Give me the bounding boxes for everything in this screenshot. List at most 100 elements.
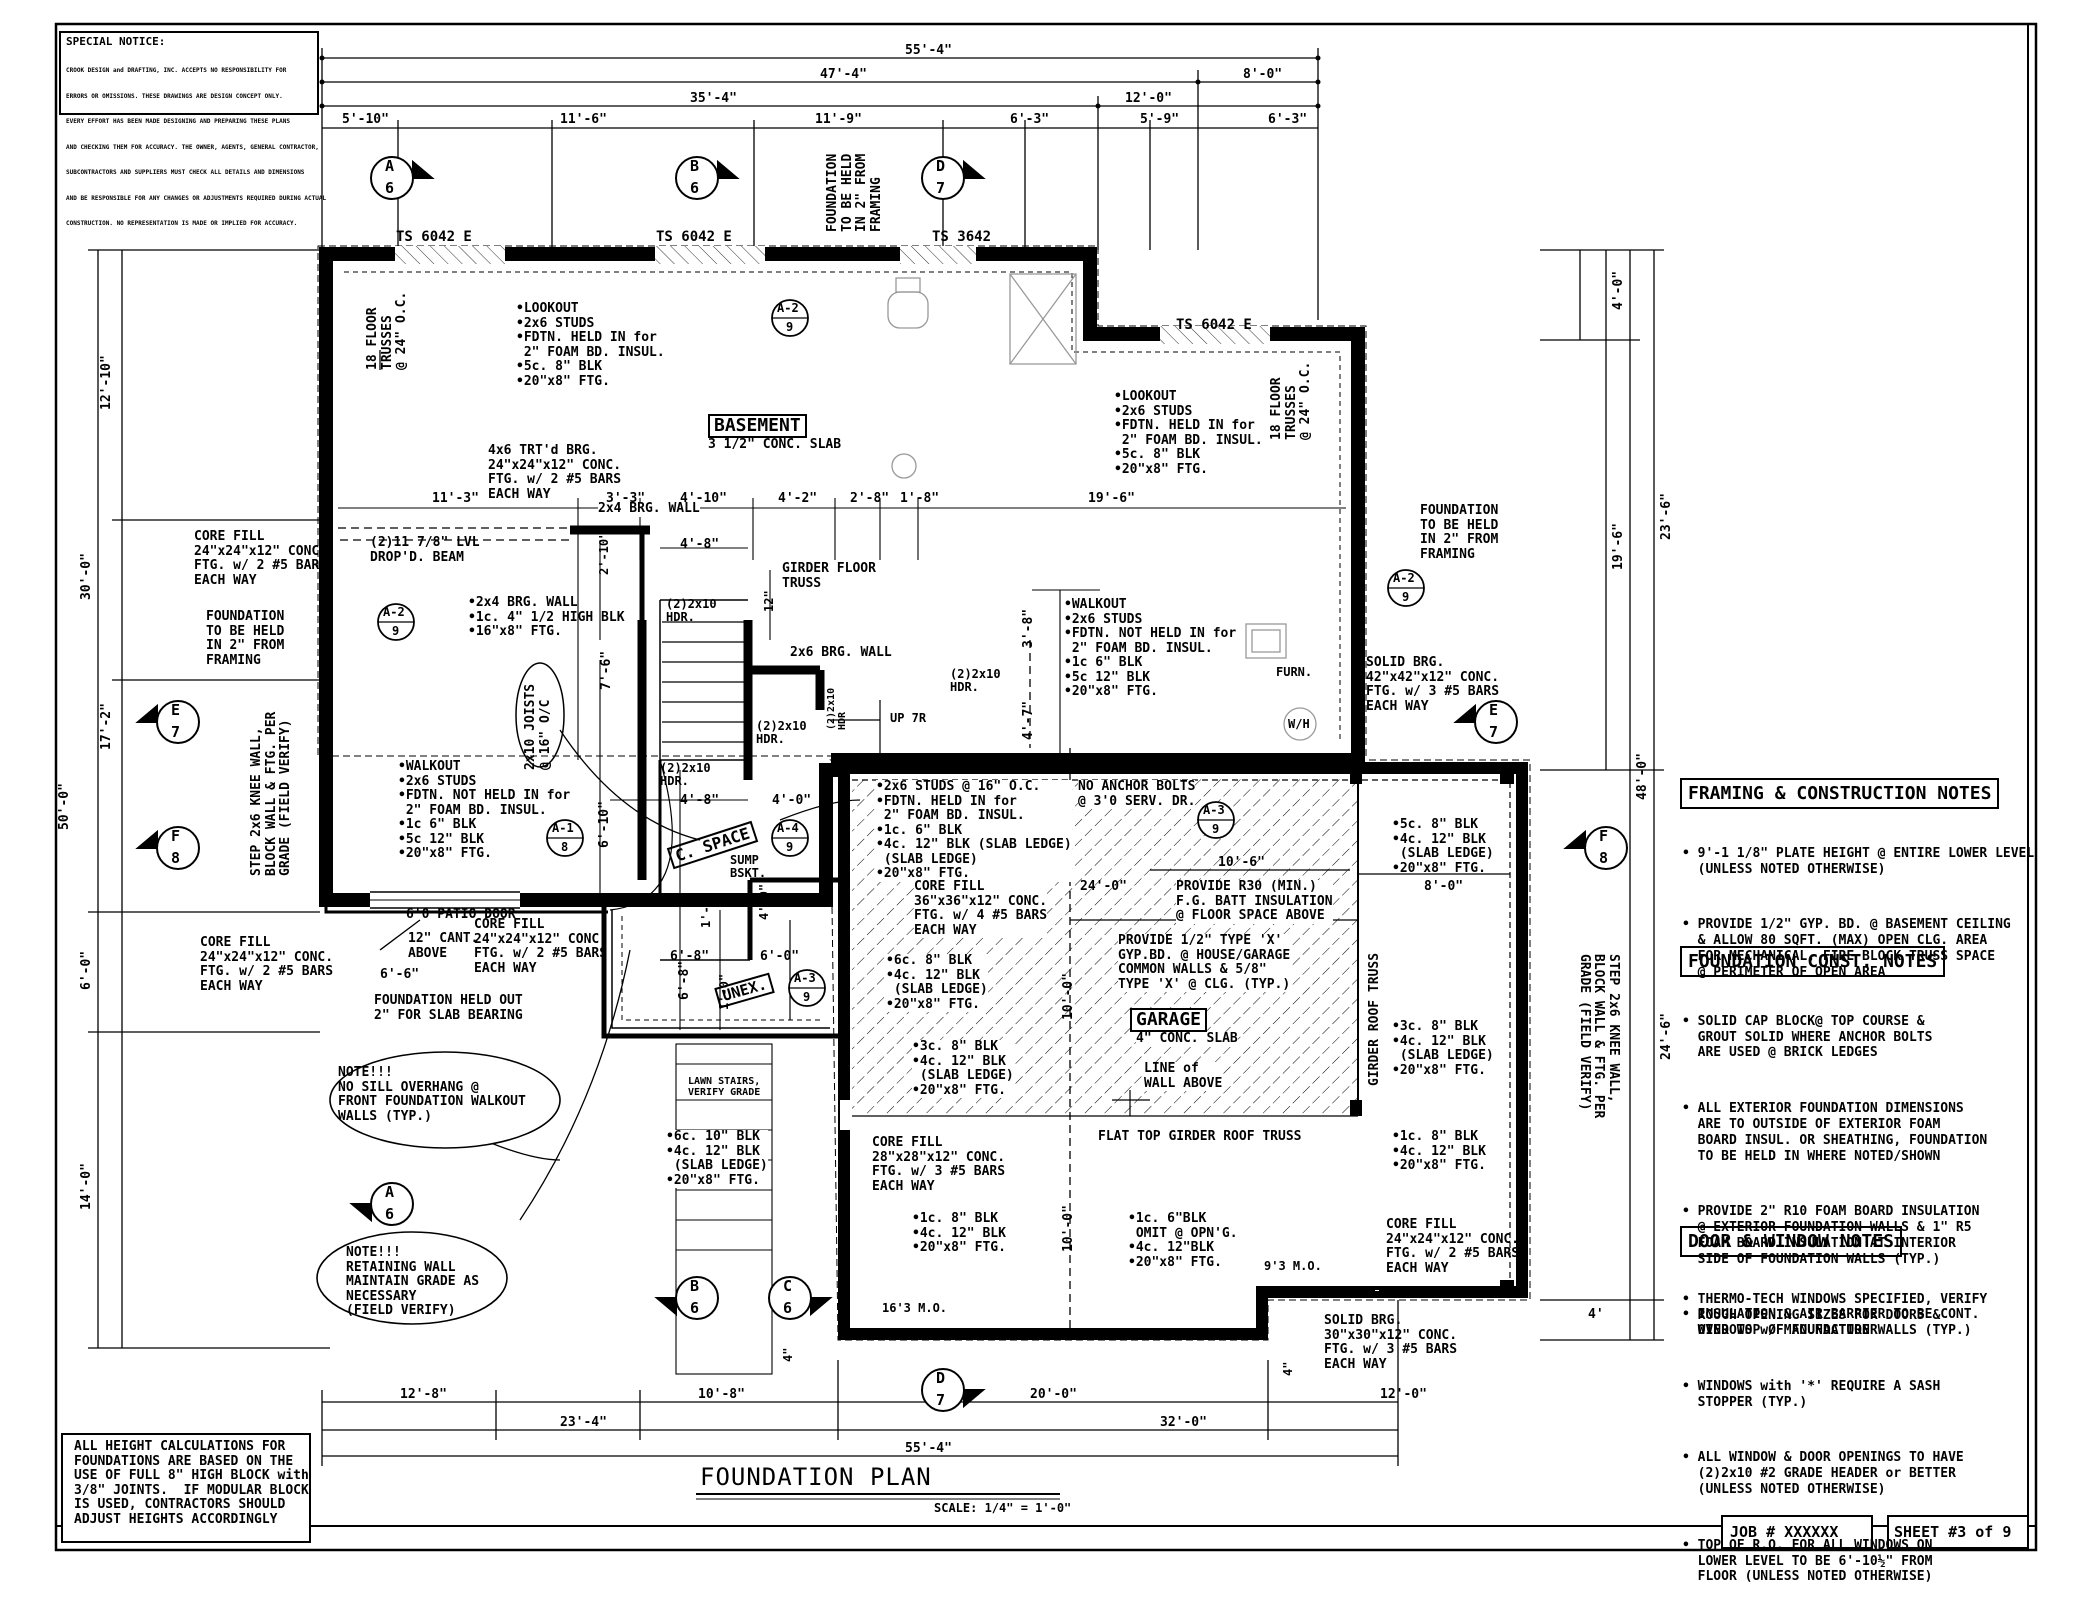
dim-1-4: 1'-4" <box>699 891 713 928</box>
dim-9-3-mo: 9'3 M.O. <box>1264 1259 1322 1273</box>
foundation-note-1: • SOLID CAP BLOCK@ TOP COURSE & GROUT SO… <box>1682 1013 1933 1061</box>
lookout-note-2: •LOOKOUT •2x6 STUDS •FDTN. HELD IN for 2… <box>1114 389 1263 477</box>
up-stairs-label: UP 7R <box>890 711 927 725</box>
walkout-note-2: •WALKOUT •2x6 STUDS •FDTN. NOT HELD IN f… <box>398 759 571 862</box>
dim-top-f: 6'-3" <box>1268 112 1308 127</box>
section-e-right-num: 7 <box>1489 723 1499 741</box>
type-x-note: PROVIDE 1/2" TYPE 'X' GYP.BD. @ HOUSE/GA… <box>1118 933 1291 993</box>
dim-top-12: 12'-0" <box>1125 91 1172 106</box>
detail-a1: A-1 <box>552 821 574 835</box>
dim-top-35: 35'-4" <box>690 91 737 106</box>
job-number: JOB # XXXXXX <box>1730 1523 1839 1541</box>
blk-5c8-note: •5c. 8" BLK •4c. 12" BLK (SLAB LEDGE) •2… <box>1392 817 1494 876</box>
dim-12in: 12" <box>762 590 776 612</box>
dim-10-6: 10'-6" <box>1218 855 1265 870</box>
dim-top-d: 6'-3" <box>1010 112 1050 127</box>
dim-4-0b: 4'-0" <box>757 883 771 920</box>
blk-1c8-bottom-note: •1c. 8" BLK •4c. 12" BLK •20"x8" FTG. <box>912 1211 1006 1256</box>
section-d-top-letter: D <box>936 157 946 175</box>
girder-roof-truss: GIRDER ROOF TRUSS <box>1367 952 1382 1086</box>
foundation-note-2: • ALL EXTERIOR FOUNDATION DIMENSIONS ARE… <box>1682 1101 1988 1164</box>
interior-walls <box>570 525 825 880</box>
hdr-5: (2)2x10 HDR <box>826 687 849 730</box>
detail-a3-2-num: 9 <box>1212 822 1220 836</box>
dim-left-30: 30'-0" <box>79 553 94 600</box>
dim-top-b: 11'-6" <box>560 112 607 127</box>
dim-bot-12-8: 12'-8" <box>400 1387 447 1402</box>
foundation-note-4: • INSULATION & AIR BARRIER TO BE CONT. O… <box>1682 1307 1980 1339</box>
unexcavated-area <box>601 759 840 1039</box>
section-a-top-letter: A <box>385 157 395 175</box>
top-dimension-lines <box>321 48 1319 320</box>
girder-floor-truss: GIRDER FLOOR TRUSS <box>782 561 876 591</box>
step-knee-left: STEP 2x6 KNEE WALL, BLOCK WALL & FTG. PE… <box>249 711 294 876</box>
dim-4in-a: 4" <box>781 1347 795 1362</box>
window-w4-label: TS 6042 E <box>1176 317 1252 333</box>
detail-a4: A-4 <box>777 821 799 835</box>
detail-a1-num: 8 <box>561 840 569 854</box>
section-c-bot-num: 6 <box>783 1299 793 1317</box>
stairs <box>662 621 881 760</box>
hdr-3: (2)2x10 HDR. <box>756 719 807 747</box>
right-dimension-lines <box>1540 249 1664 1341</box>
dim-1-8: 1'-8" <box>900 491 940 506</box>
note-retain: NOTE!!! RETAINING WALL MAINTAIN GRADE AS… <box>346 1245 480 1319</box>
framing-note-1: • 9'-1 1/8" PLATE HEIGHT @ ENTIRE LOWER … <box>1682 845 2035 877</box>
dim-7-6: 7'-6" <box>599 650 614 690</box>
hdr-2: (2)2x10 HDR. <box>950 667 1001 695</box>
solid-brg-30: SOLID BRG. 30"x30"x12" CONC. FTG. w/ 3 #… <box>1324 1313 1458 1372</box>
special-notice-text: CROOK DESIGN and DRAFTING, INC. ACCEPTS … <box>66 67 327 227</box>
lookout-note-1: •LOOKOUT •2x6 STUDS •FDTN. HELD IN for 2… <box>516 301 665 389</box>
dim-4-0: 4'-0" <box>772 793 812 808</box>
dim-4-8b: 4'-8" <box>680 793 720 808</box>
section-a-bot-num: 6 <box>385 1205 395 1223</box>
lawn-stairs-label: LAWN STAIRS, VERIFY GRADE <box>688 1076 761 1099</box>
dim-3-8: 3'-8" <box>1021 608 1036 648</box>
brg-wall-2x6: 2x6 BRG. WALL <box>790 645 892 661</box>
dim-6-6: 6'-6" <box>380 967 420 982</box>
brg-wall-2x4: 2x4 BRG. WALL <box>598 501 700 517</box>
core-fill-lower-left: CORE FILL 24"x24"x12" CONC. FTG. w/ 2 #5… <box>200 935 334 994</box>
height-calc-note: ALL HEIGHT CALCULATIONS FOR FOUNDATIONS … <box>74 1439 309 1527</box>
door-window-notes-heading: DOOR & WINDOW NOTES <box>1680 1226 1902 1257</box>
core-fill-36: CORE FILL 36"x36"x12" CONC. FTG. w/ 4 #5… <box>914 879 1048 939</box>
core-fill-28: CORE FILL 28"x28"x12" CONC. FTG. w/ 3 #5… <box>872 1135 1006 1194</box>
core-fill-right: CORE FILL 24"x24"x12" CONC. FTG. w/ 2 #5… <box>1386 1217 1520 1276</box>
garage-walls <box>829 759 1531 1341</box>
anchor-bolts-note: NO ANCHOR BOLTS @ 3'0 SERV. DR. <box>1078 779 1196 810</box>
blk-3c8-note: •3c. 8" BLK •4c. 12" BLK (SLAB LEDGE) •2… <box>912 1039 1014 1099</box>
hdr-4: (2)2x10 HDR. <box>660 761 711 789</box>
section-a-bot-letter: A <box>385 1183 395 1201</box>
left-dimension-lines <box>88 249 330 1349</box>
dim-6-10: 6'-10" <box>597 801 612 848</box>
dim-24-0: 24'-0" <box>1080 879 1127 894</box>
detail-a2-3-num: 9 <box>1402 590 1410 604</box>
dim-left-17-2: 17'-2" <box>99 703 114 750</box>
dim-right-24-6: 24'-6" <box>1659 1013 1674 1060</box>
detail-a2-1: A-2 <box>777 301 799 315</box>
dim-bot-23-4: 23'-4" <box>560 1415 607 1430</box>
walkout-note-1: •WALKOUT •2x6 STUDS •FDTN. NOT HELD IN f… <box>1064 597 1237 700</box>
dim-8-0: 8'-0" <box>1424 879 1464 894</box>
line-of-wall: LINE of WALL ABOVE <box>1144 1061 1223 1092</box>
basement-label: BASEMENT <box>708 414 807 439</box>
dim-10-0: 10'-0" <box>1061 973 1076 1020</box>
dim-6-8b: 6'-8" <box>677 960 692 1000</box>
dim-4-7: 4'-7" <box>1021 700 1036 740</box>
trt-brg-note: 4x6 TRT'd BRG. 24"x24"x12" CONC. FTG. w/… <box>488 443 622 502</box>
section-f-left-letter: F <box>171 827 181 845</box>
dim-bot-12: 12'-0" <box>1380 1387 1427 1402</box>
dim-left-12-10: 12'-10" <box>99 355 114 410</box>
special-notice-title: SPECIAL NOTICE: <box>66 35 166 48</box>
furnace-label: FURN. <box>1276 665 1313 679</box>
drawing-scale: SCALE: 1/4" = 1'-0" <box>934 1501 1072 1515</box>
detail-a3-1: A-3 <box>794 971 816 985</box>
foundation-notes-heading: FOUNDATION CONST. NOTES <box>1680 946 1946 977</box>
door-window-notes-list: • THERMO-TECH WINDOWS SPECIFIED, VERIFY … <box>1682 1260 1987 1601</box>
dim-top-c: 11'-9" <box>815 112 862 127</box>
section-e-left-num: 7 <box>171 723 181 741</box>
section-b-top-letter: B <box>690 157 700 175</box>
framing-notes-list: • 9'-1 1/8" PLATE HEIGHT @ ENTIRE LOWER … <box>1682 814 2034 996</box>
garage-slab: 4" CONC. SLAB <box>1136 1031 1238 1047</box>
door-window-note-2: • WINDOWS with '*' REQUIRE A SASH STOPPE… <box>1682 1379 1941 1410</box>
